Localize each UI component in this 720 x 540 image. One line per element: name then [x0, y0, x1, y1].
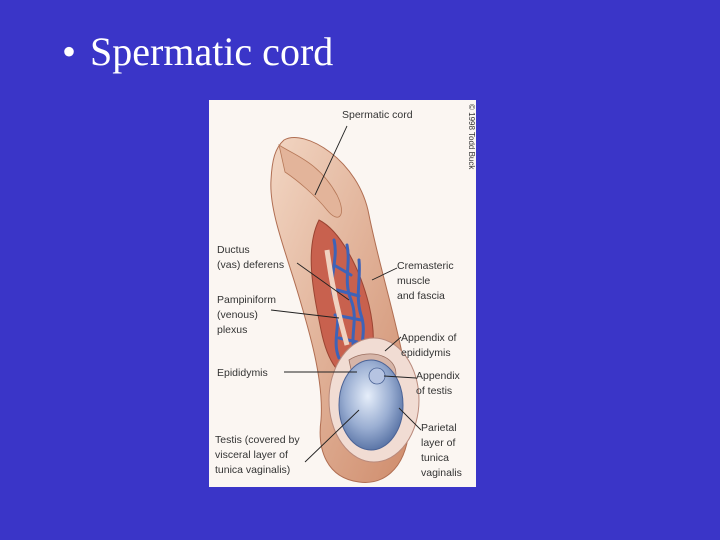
ductus-deferens — [324, 249, 350, 346]
label-epididymis: Epididymis — [217, 367, 268, 379]
label-app-epididymis-line2: epididymis — [401, 347, 451, 359]
copyright-credit: © 1998 Todd Buck — [467, 104, 476, 170]
label-testis-line2: visceral layer of — [215, 449, 288, 461]
skin-fold — [278, 144, 342, 218]
label-app-testis-line2: of testis — [416, 385, 452, 397]
label-pampiniform-line3: plexus — [217, 324, 247, 336]
testis — [338, 359, 404, 451]
leader-cremasteric — [371, 267, 398, 281]
label-cremasteric-line1: Cremasteric — [397, 260, 454, 272]
label-pampiniform-line1: Pampiniform — [217, 294, 276, 306]
leader-parietal — [398, 407, 422, 431]
anatomy-figure: © 1998 Todd Buck Spermatic cord Ductus (… — [209, 100, 476, 487]
label-app-epididymis-line1: Appendix of — [401, 332, 457, 344]
label-ductus-line1: Ductus — [217, 244, 250, 256]
leader-ductus — [296, 262, 350, 301]
title-text: Spermatic cord — [90, 29, 334, 74]
leader-app-testis — [383, 375, 417, 379]
label-parietal-line3: tunica — [421, 452, 449, 464]
leader-testis — [304, 409, 360, 463]
label-pampiniform-line2: (venous) — [217, 309, 258, 321]
spermatic-cord-illustration: © 1998 Todd Buck Spermatic cord Ductus (… — [215, 104, 476, 483]
leader-app-epididymis — [384, 336, 402, 352]
label-ductus-line2: (vas) deferens — [217, 259, 284, 271]
label-cremasteric-line3: and fascia — [397, 290, 445, 302]
title-bullet: • — [62, 29, 77, 74]
leader-pampiniform — [270, 309, 340, 319]
label-testis-line3: tunica vaginalis) — [215, 464, 290, 476]
slide-title: • Spermatic cord — [62, 30, 333, 74]
label-parietal-line4: vaginalis — [421, 467, 462, 479]
label-spermatic-cord: Spermatic cord — [342, 109, 413, 121]
leader-spermatic-cord — [314, 125, 348, 196]
label-parietal-line2: layer of — [421, 437, 456, 449]
label-app-testis-line1: Appendix — [416, 370, 461, 382]
label-parietal-line1: Parietal — [421, 422, 457, 434]
appendix-of-testis-shape — [368, 367, 386, 385]
label-cremasteric-line2: muscle — [397, 275, 430, 287]
label-testis-line1: Testis (covered by — [215, 434, 300, 446]
